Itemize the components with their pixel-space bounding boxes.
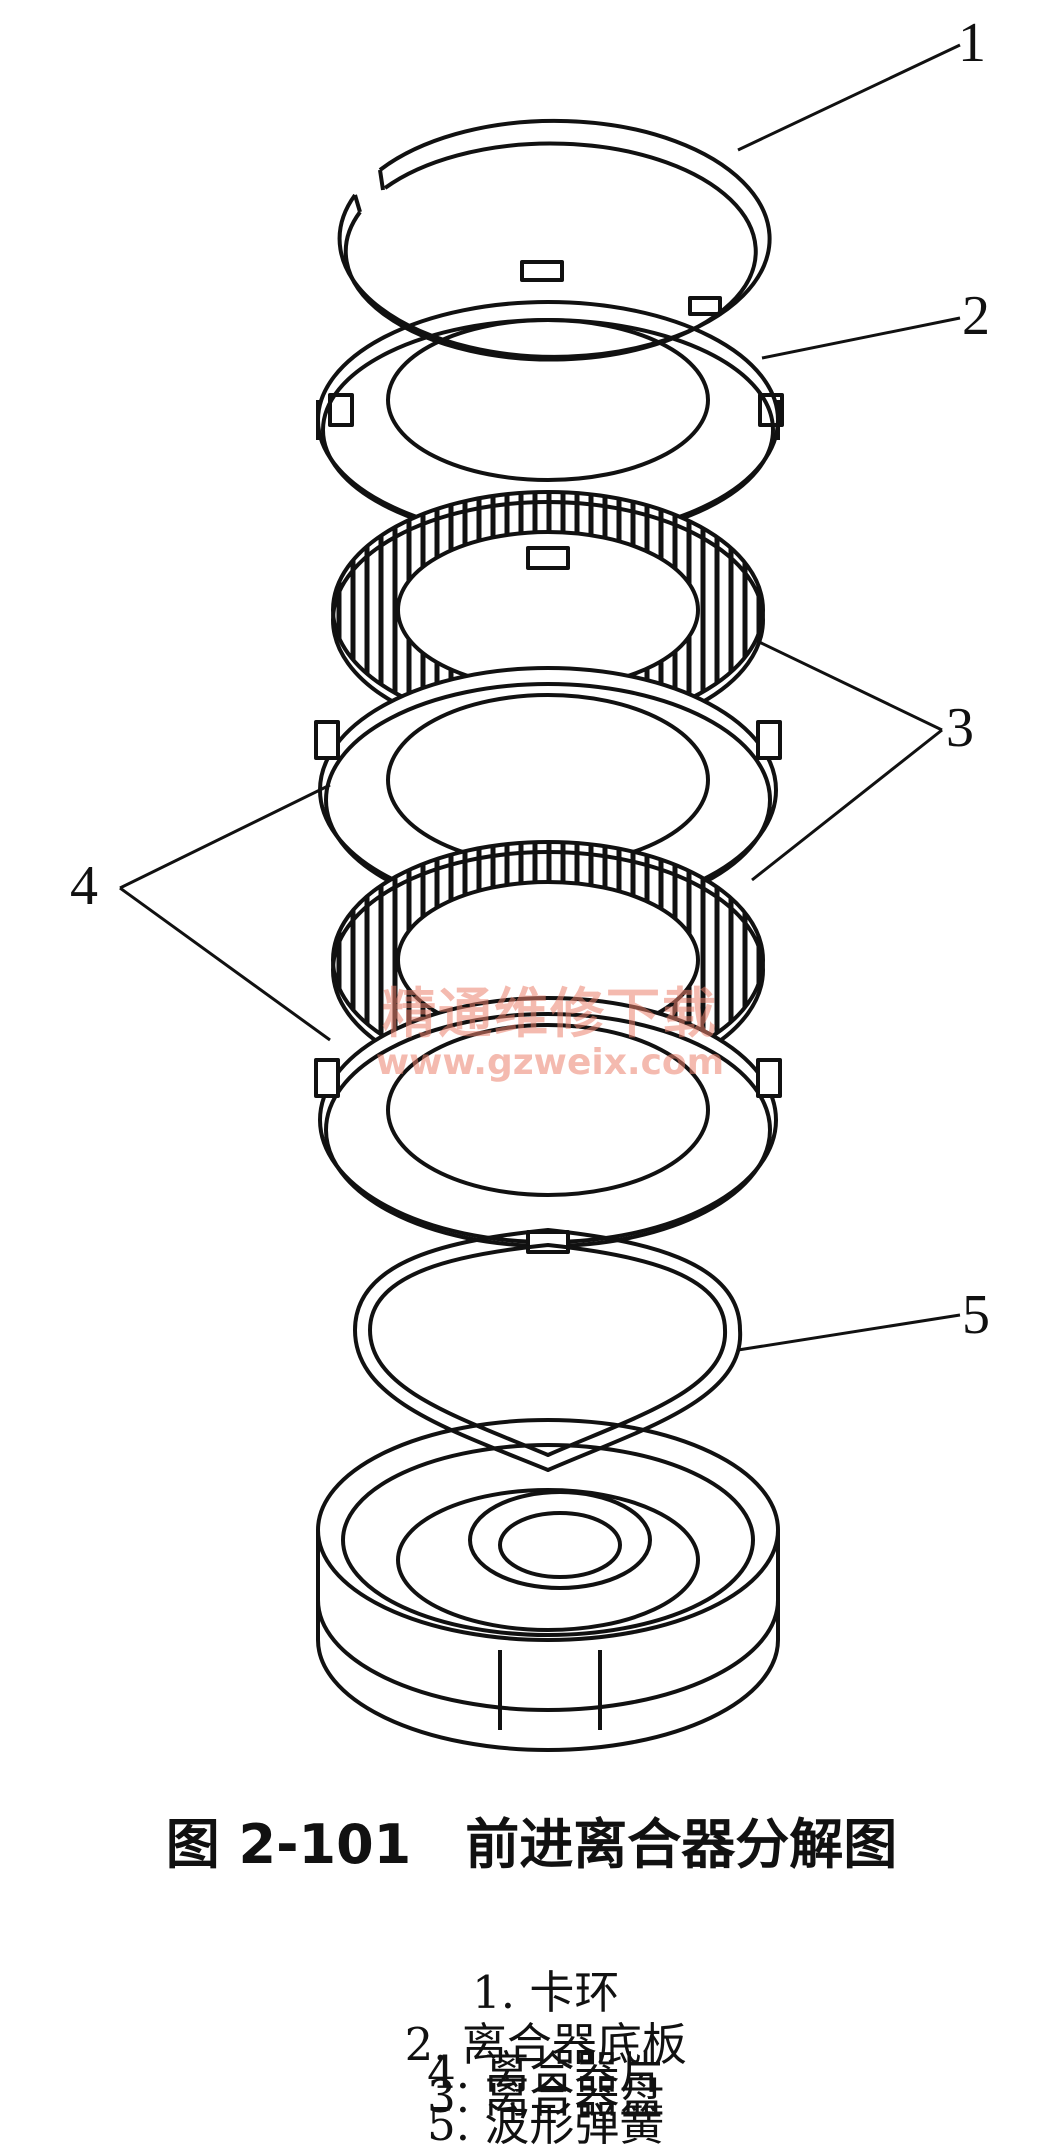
- callout-4: 4: [70, 855, 98, 917]
- legend-item-2: 2. 离合器底板: [404, 2018, 687, 2071]
- watermark: 精通维修下载 www.gzweix.com: [360, 985, 740, 1083]
- wave-spring: [353, 1228, 743, 1472]
- callout-3: 3: [946, 697, 974, 759]
- callout-1: 1: [958, 12, 986, 74]
- callout-2: 2: [962, 285, 990, 347]
- watermark-url: www.gzweix.com: [375, 1042, 725, 1083]
- exploded-clutch-diagram: [119, 43, 961, 1752]
- snap-ring: [337, 118, 772, 362]
- leader-lines: [119, 43, 961, 1352]
- legend-item-5: 5. 波形弹簧: [427, 2098, 665, 2151]
- legend-item-1: 1. 卡环: [472, 1966, 620, 2019]
- watermark-text: 精通维修下载: [382, 982, 718, 1045]
- legend-item-4: 4. 离合器片: [427, 2046, 665, 2099]
- figure-title: 图 2-101 前进离合器分解图: [165, 1813, 898, 1876]
- callout-5: 5: [962, 1284, 990, 1346]
- legend-row-2: 4. 离合器片 5. 波形弹簧: [0, 1995, 1063, 2151]
- clutch-disc-upper: [331, 490, 765, 740]
- clutch-drum: [316, 1418, 780, 1752]
